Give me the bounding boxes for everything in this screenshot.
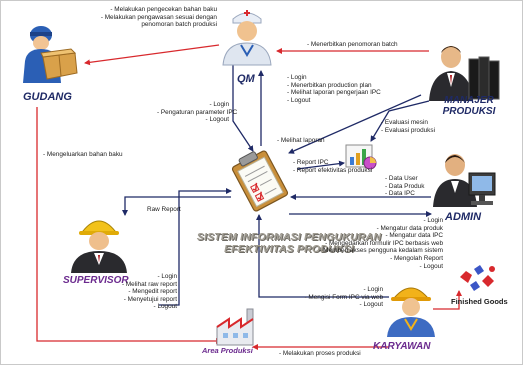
note-line: - Evaluasi produksi <box>381 126 435 134</box>
note-line: - Mengedarkan formulir IPC berbasis web <box>325 239 443 247</box>
note-line: - Data User <box>385 175 418 182</box>
note-line: - Login <box>363 286 383 293</box>
note-line: - Melihat raw report <box>121 280 177 288</box>
note-system-to-qm: - Melihat laporan <box>277 137 325 145</box>
note-line: - Pengaturan parameter IPC <box>157 108 238 116</box>
qm-person-icon <box>222 10 272 66</box>
note-qm-to-system: - Login - Pengaturan parameter IPC - Log… <box>157 101 238 124</box>
note-line: - Login <box>209 101 229 108</box>
note-line: - Mengedit report <box>128 288 177 296</box>
note-line: - Logout <box>359 301 383 309</box>
note-line: - Melihat laporan pengerjaan IPC <box>287 89 381 97</box>
note-line: - Melakukan pengawasan sesuai dengan <box>100 13 217 21</box>
note-line: - Logout <box>205 116 229 124</box>
center-title-line1: SISTEM INFORMASI PENGUKURAN <box>196 231 382 243</box>
note-supervisor-to-system: - Login - Melihat raw report - Mengedit … <box>119 273 177 311</box>
actor-gudang-label: GUDANG <box>23 91 72 103</box>
arrow-karyawan-to-system <box>256 214 389 298</box>
note-line: - Logout <box>287 96 311 104</box>
note-line: Raw Report <box>147 206 181 213</box>
center-title-line2: EFEKTIVITAS PRODUKSI <box>224 243 354 255</box>
note-line: - Data Produk <box>385 182 425 190</box>
finished-goods-label: Finished Goods <box>451 297 508 306</box>
note-karyawan-to-area: - Melakukan proses produksi <box>279 350 361 358</box>
note-gudang-to-area: - Mengeluarkan bahan baku <box>43 151 123 159</box>
note-line: - Data IPC <box>385 190 415 198</box>
note-line: - Melakukan proses produksi <box>279 350 361 357</box>
note-line: - Mengatur data IPC <box>385 232 443 240</box>
note-line: - Mengatur data produk <box>376 224 443 232</box>
actor-karyawan-label: KARYAWAN <box>373 341 431 352</box>
factory-icon <box>216 308 254 346</box>
supervisor-person-icon <box>71 220 127 273</box>
arrow-supervisor-to-system <box>159 188 232 306</box>
warehouse-worker-icon <box>23 26 78 83</box>
actor-manajer-line1: MANAJER <box>444 95 494 106</box>
arrow-karyawan-to-finished <box>433 290 462 310</box>
area-produksi-label: Area Produksi <box>202 346 253 355</box>
note-line: - Report efektivitas produksi <box>293 166 373 174</box>
finished-goods-icon <box>460 265 495 291</box>
note-manajer-to-evaluation: - Evaluasi mesin - Evaluasi produksi <box>381 119 435 134</box>
employee-person-icon <box>387 287 435 337</box>
note-line: - Logout <box>153 303 177 311</box>
note-line: - Menerbitkan penomoran batch <box>307 41 398 48</box>
note-line: - Login <box>287 74 307 81</box>
note-line: - Login <box>157 273 177 280</box>
note-line: penomoran batch produksi <box>141 21 217 29</box>
arrow-gudang-to-area <box>36 107 222 344</box>
note-manajer-to-qm: - Menerbitkan penomoran batch <box>307 41 398 49</box>
note-line: - Memberi akses pengguna kedalam sistem <box>319 247 443 255</box>
note-line: - Mengolah Report <box>390 254 443 262</box>
note-line: - Melihat laporan <box>277 137 325 144</box>
note-system-to-evaluation: - Report IPC - Report efektivitas produk… <box>293 159 372 174</box>
note-admin-to-system: - Data User - Data Produk - Data IPC <box>385 175 424 198</box>
arrow-system-to-eval <box>296 160 345 170</box>
center-system-title: SISTEM INFORMASI PENGUKURAN EFEKTIVITAS … <box>173 231 405 255</box>
arrow-qm-to-gudang <box>84 44 220 66</box>
note-line: - Report IPC <box>293 159 329 166</box>
note-line: - Mengisi Form IPC via web <box>304 293 383 301</box>
admin-person-icon <box>433 154 496 207</box>
actor-manajer-line2: PRODUKSI <box>442 106 496 117</box>
arrow-manajer-to-system <box>288 94 422 154</box>
note-system-to-admin: - Login - Mengatur data produk - Mengatu… <box>281 217 443 270</box>
system-clipboard-icon <box>231 150 289 212</box>
note-line: - Menerbitkan production plan <box>287 81 372 89</box>
note-line: - Login <box>423 217 443 224</box>
note-line: - Logout <box>419 262 443 270</box>
actor-qm-label: QM <box>237 73 255 85</box>
note-manajer-to-system: - Login - Menerbitkan production plan - … <box>287 74 381 104</box>
note-qm-to-gudang: - Melakukan pengecekan bahan baku - Mela… <box>89 6 217 29</box>
note-karyawan-to-system: - Login - Mengisi Form IPC via web - Log… <box>279 286 383 309</box>
arrow-system-to-supervisor <box>122 196 231 216</box>
actor-manajer-label: MANAJER PRODUKSI <box>437 95 501 117</box>
note-line: - Mengeluarkan bahan baku <box>43 151 123 158</box>
arrow-manajer-to-eval <box>370 100 430 142</box>
arrow-qm-to-system <box>232 65 254 152</box>
actor-supervisor-label: SUPERVISOR <box>63 275 129 286</box>
evaluation-chart-icon <box>345 144 377 170</box>
note-line: - Evaluasi mesin <box>381 119 428 126</box>
note-line: - Menyetujui report <box>123 295 177 303</box>
note-system-to-supervisor: Raw Report <box>147 206 181 214</box>
actor-admin-label: ADMIN <box>445 211 482 223</box>
manager-person-icon <box>429 46 500 101</box>
note-line: - Melakukan pengecekan bahan baku <box>110 6 217 13</box>
